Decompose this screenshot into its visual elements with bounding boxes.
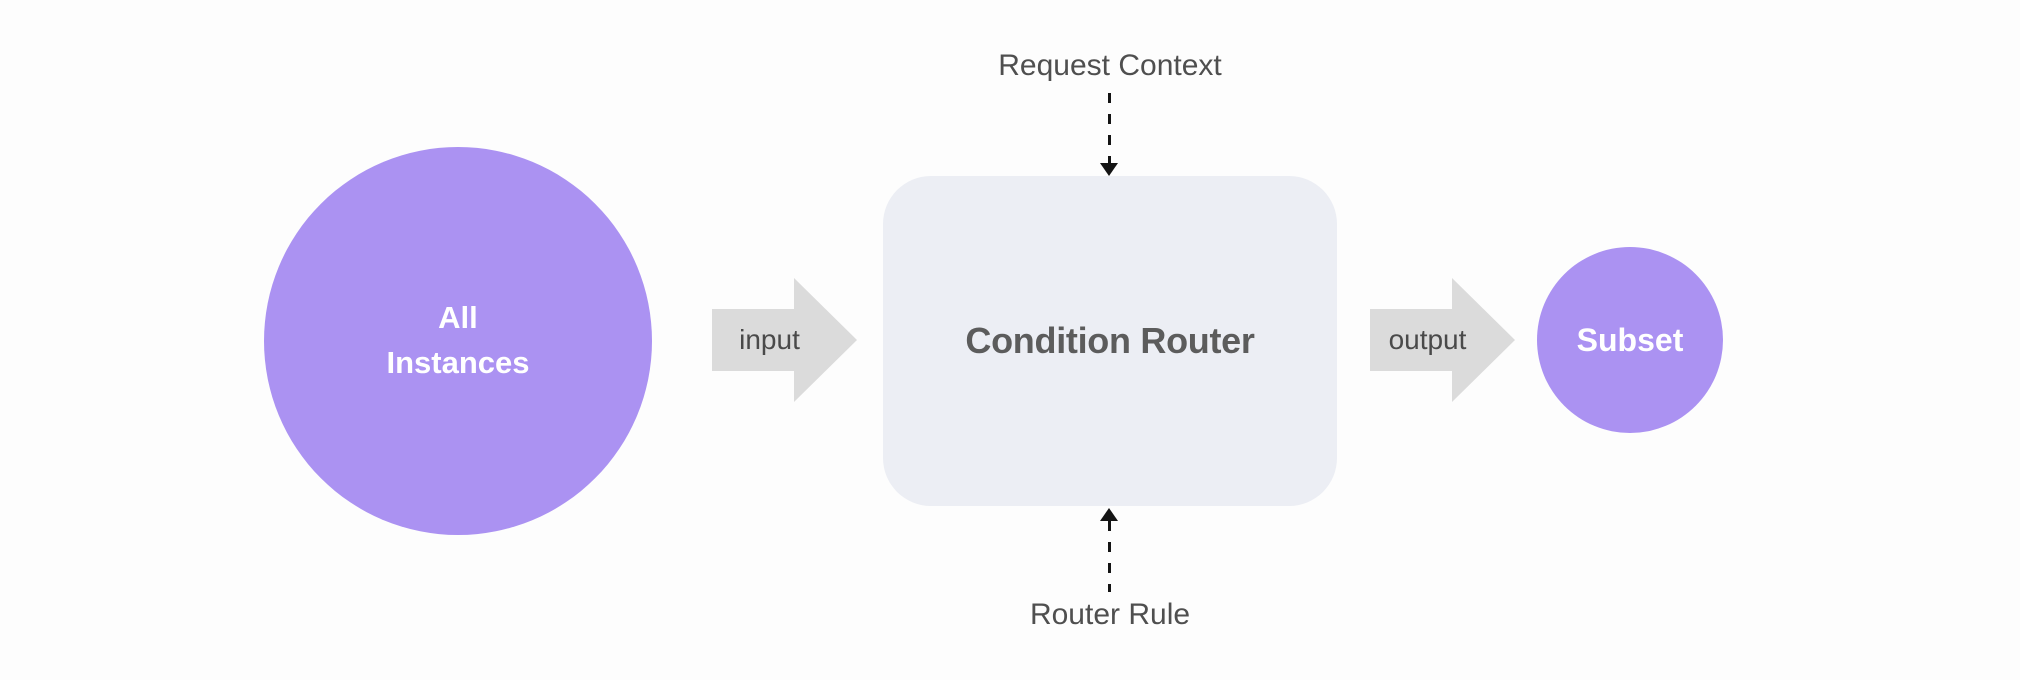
condition-router-label: Condition Router xyxy=(965,320,1255,361)
output-arrow-label: output xyxy=(1388,324,1467,355)
all-instances-label: All Instances xyxy=(386,300,530,380)
subset-label: Subset xyxy=(1576,321,1684,358)
request-context-label: Request Context xyxy=(998,49,1222,82)
input-arrow-label: input xyxy=(739,324,800,355)
subset-node: Subset xyxy=(1537,247,1723,433)
router-rule-dashed-line xyxy=(1108,521,1111,592)
request-context-dashed-line xyxy=(1108,93,1111,164)
arrowhead-up-icon xyxy=(1100,508,1118,521)
input-arrow: input xyxy=(712,278,857,402)
arrowhead-down-icon xyxy=(1100,163,1118,176)
output-arrow: output xyxy=(1370,278,1515,402)
condition-router-node: Condition Router xyxy=(883,176,1337,506)
all-instances-node: All Instances xyxy=(264,147,652,535)
router-rule-label: Router Rule xyxy=(1029,598,1191,631)
